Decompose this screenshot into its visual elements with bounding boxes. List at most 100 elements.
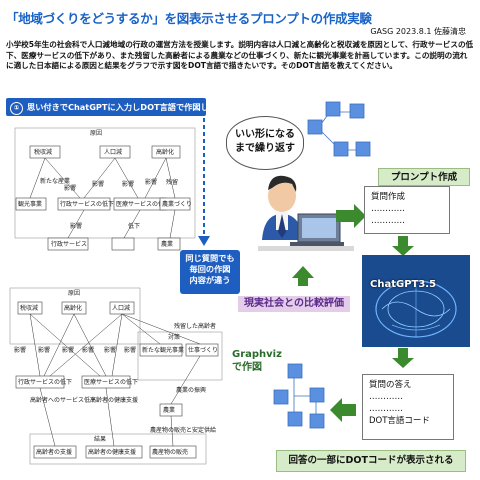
node-square-1 <box>307 119 323 135</box>
note-line-1: 同じ質問でも <box>185 253 235 263</box>
graph1-edge-label-7: 影響 <box>70 222 82 230</box>
graph1-edge-label-6: 残留 <box>166 178 178 186</box>
node-square-8 <box>309 387 325 403</box>
arrow-down-from-chatgpt <box>392 348 414 368</box>
question-box: 質問作成 ………… ………… <box>364 186 450 234</box>
example-number: ① <box>10 102 23 115</box>
note-bubble: 同じ質問でも 毎回の作図 内容が違う <box>180 250 240 294</box>
arrow-to-graphviz <box>330 398 356 422</box>
answer-box: 質問の答え ………… ………… DOT言語コード <box>362 374 454 440</box>
question-dots-2: ………… <box>371 216 405 226</box>
node-square-9 <box>287 411 303 427</box>
node-square-5 <box>355 141 371 157</box>
callout-repeat: いい形になる まで繰り返す <box>226 116 304 170</box>
graph1-node-bottom-2 <box>111 237 135 251</box>
graph1-edge-label-3: 影響 <box>92 180 104 188</box>
answer-title: 質問の答え <box>369 380 412 390</box>
answer-dots-1: ………… <box>369 392 403 402</box>
graph2-cluster-measure <box>137 331 223 381</box>
page-title: 「地域づくりをどうするか」を図表示させるプロンプトの作成実験 <box>6 11 372 26</box>
graph2-edge-label-4: 影響 <box>82 346 94 354</box>
node-square-2 <box>325 101 341 117</box>
arrow-up-to-compare <box>292 266 314 286</box>
graph2-node-result-3-label: 農産物の販売 <box>152 448 188 456</box>
callout-repeat-line-2: まで繰り返す <box>235 143 295 154</box>
graph2-edge-label-7: 残留した高齢者 <box>174 322 216 330</box>
graph1-edge-label-4: 影響 <box>122 180 134 188</box>
graph2-edge-label-3: 影響 <box>62 346 74 354</box>
graph2-cluster-result <box>29 433 207 465</box>
graph2-node-cause-1-label: 税収減 <box>20 304 38 312</box>
graph2-node-mid-1-label: 行政サービスの低下 <box>18 378 72 386</box>
graph2-lower-label-2: 高齢者の健康支援 <box>90 396 138 404</box>
chatgpt-brain-panel: ChatGPT3.5 <box>362 255 470 347</box>
graph2-lower-label-1: 高齢者へのサービス低下 <box>30 396 96 404</box>
compare-label: 現実社会との比較評価 <box>238 296 350 312</box>
graph1-node-mid-4-label: 農業づくり <box>162 200 192 208</box>
graph2-edge-label-2: 影響 <box>38 346 50 354</box>
graph2-node-result-2-label: 高齢者の健康支援 <box>88 448 136 456</box>
graph2-cluster-cause <box>9 287 141 345</box>
graph1-node-mid-2-label: 行政サービスの低下 <box>60 200 114 208</box>
node-square-7 <box>273 389 289 405</box>
callout-repeat-line-1: いい形になる <box>235 129 295 140</box>
graph2-node-right-1 <box>139 343 183 357</box>
graph1-node-cause-3-label: 高齢化 <box>156 148 174 156</box>
description-text: 小学校5年生の社会科で人口減地域の行政の運営方法を授業します。説明内容は人口減と… <box>6 40 474 70</box>
graph1-node-cause-2-label: 人口減 <box>104 148 122 156</box>
note-line-2: 毎回の作図 <box>189 264 231 274</box>
graph1-edge-label-2: 影響 <box>64 184 76 192</box>
graph1-node-cause-1-label: 税収減 <box>34 148 52 156</box>
graph2-node-result-1-label: 高齢者の支援 <box>36 448 72 456</box>
graph2-node-cause-2-label: 高齢化 <box>64 304 82 312</box>
prompt-create-label: プロンプト作成 <box>378 168 470 186</box>
author-line: GASG 2023.8.1 佐藤清忠 <box>370 27 466 36</box>
graph2-lower-label-3: 農業の振興 <box>176 386 206 394</box>
node-square-3 <box>349 103 365 119</box>
graph2-edge-label-5: 影響 <box>104 346 116 354</box>
graphviz-line-2: で作図 <box>232 362 262 373</box>
example-label-text: 思い付きでChatGPTに入力しDOT言語で作図した例 <box>27 102 226 112</box>
brain-icon <box>375 280 457 338</box>
graph1-edge-label-5: 影響 <box>145 178 157 186</box>
graph1-node-bottom-3-label: 農業 <box>161 240 173 248</box>
graph2-node-mid-right-label: 農業 <box>163 406 175 414</box>
graph2-edge-label-1: 影響 <box>14 346 26 354</box>
answer-dot-code: DOT言語コード <box>369 416 430 426</box>
graph2-cluster-label: 原因 <box>68 290 80 297</box>
question-title: 質問作成 <box>371 192 406 202</box>
graph1-edge-label-8: 低下 <box>128 222 140 230</box>
arrow-down-to-chatgpt <box>392 236 414 256</box>
node-square-10 <box>309 413 325 429</box>
graph2-node-cause-3-label: 人口減 <box>112 304 130 312</box>
graph1-cluster-cause <box>14 127 196 239</box>
example-label: ① 思い付きでChatGPTに入力しDOT言語で作図した例 <box>6 98 225 116</box>
graph1-node-mid-1-label: 観光事業 <box>18 200 42 208</box>
graph1-node-bottom-1-label: 行政サービス <box>51 240 87 248</box>
graph1-node-mid-1 <box>15 197 47 211</box>
graph1-node-bottom-3 <box>157 237 181 251</box>
graph1-cluster-label: 原因 <box>90 130 102 137</box>
graph1-node-mid-3-label: 医療サービスの低下 <box>116 200 170 208</box>
person-at-computer-icon <box>258 175 354 251</box>
graph2-node-right-2-label: 仕事づくり <box>188 346 218 354</box>
graph2-cluster-result-label: 結果 <box>94 435 106 443</box>
node-square-6 <box>287 363 303 379</box>
node-square-4 <box>333 141 349 157</box>
graph2-node-right-2 <box>185 343 219 357</box>
chatgpt-label: ChatGPT3.5 <box>370 279 437 290</box>
answer-dots-2: ………… <box>369 404 403 414</box>
graph2-cluster-measure-label: 対策 <box>168 333 180 341</box>
bottom-note: 回答の一部にDOTコードが表示される <box>276 450 466 472</box>
graph2-edge-label-6: 影響 <box>124 346 136 354</box>
graphviz-line-1: Graphviz <box>232 349 282 360</box>
graphviz-label: Graphviz で作図 <box>232 348 282 374</box>
arrow-to-question <box>336 204 366 228</box>
question-dots-1: ………… <box>371 204 405 214</box>
graph2-node-mid-2-label: 医療サービスの低下 <box>84 378 138 386</box>
graph1-edge-label-1: 新たな産業 <box>40 177 70 185</box>
